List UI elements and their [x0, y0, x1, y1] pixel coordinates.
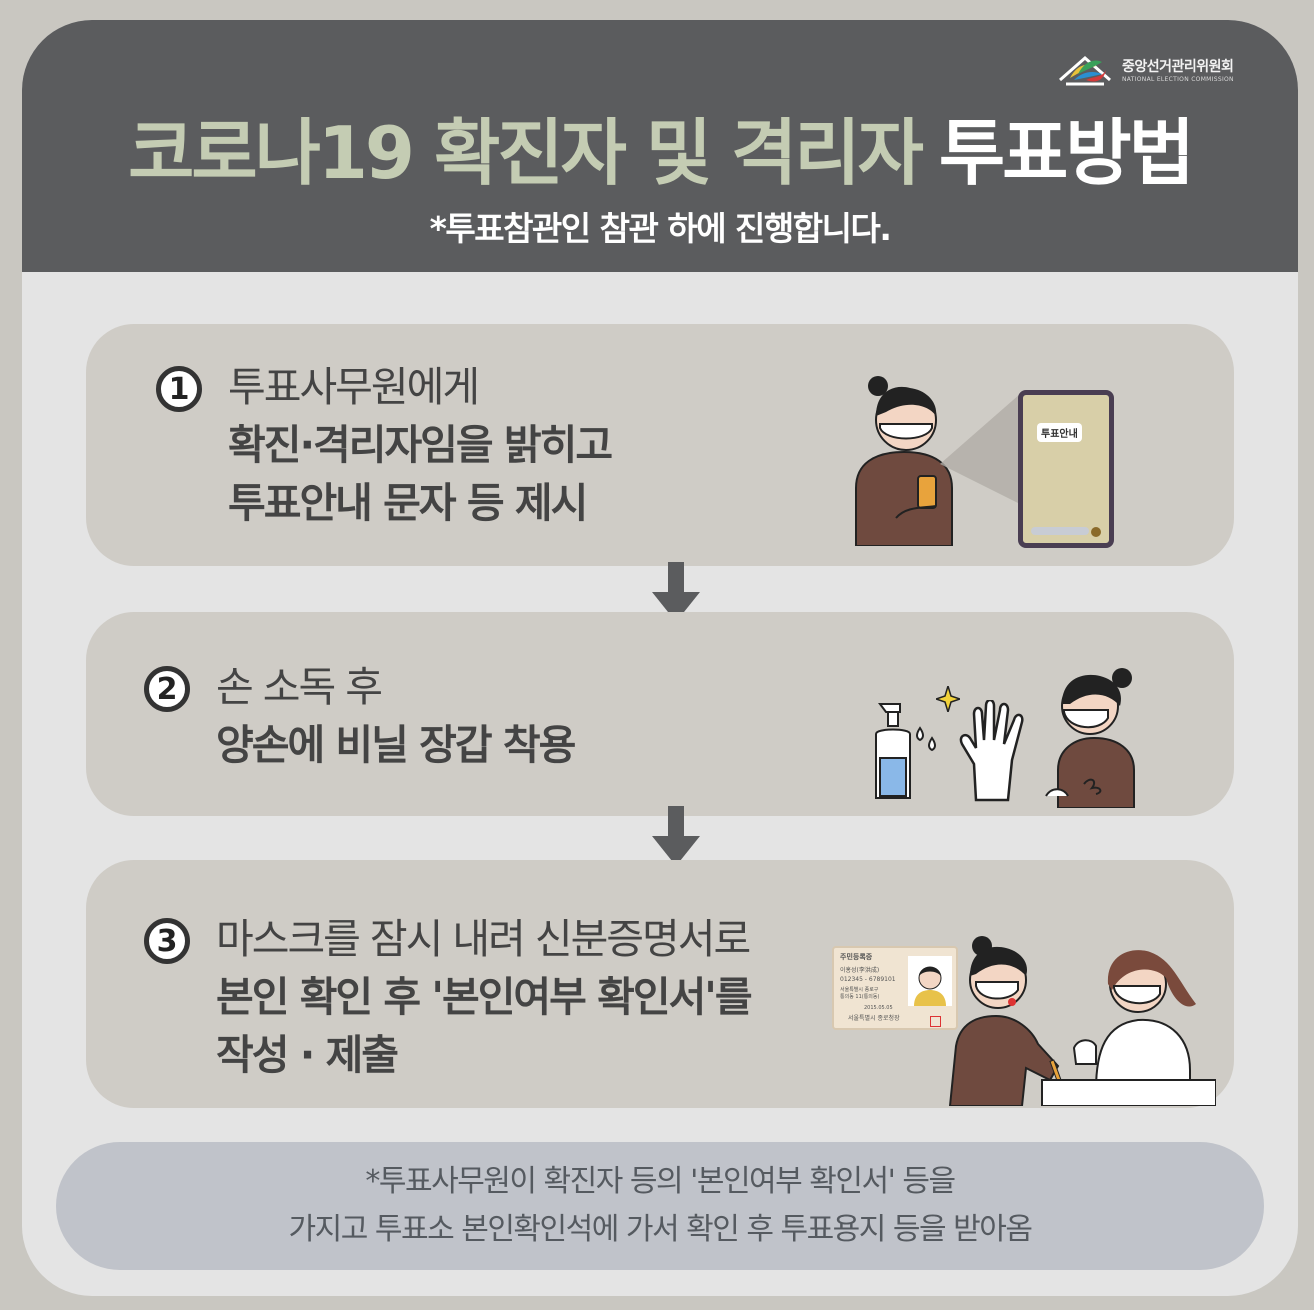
- phone-beam: [940, 394, 1020, 504]
- step-text: 마스크를 잠시 내려 신분증명서로 본인 확인 후 '본인여부 확인서'를 작성…: [216, 910, 753, 1084]
- two-people-writing-illustration: [948, 936, 1216, 1106]
- page-subtitle: *투표참관인 참관 하에 진행합니다.: [429, 209, 892, 248]
- footer-line: 가지고 투표소 본인확인석에 가서 확인 후 투표용지 등을 받아옴: [288, 1212, 1033, 1247]
- title-main: 투표방법: [938, 111, 1195, 195]
- step-line: 마스크를 잠시 내려 신분증명서로: [216, 915, 751, 963]
- step-number: 3: [144, 918, 190, 964]
- down-arrow-icon: [652, 806, 700, 866]
- down-arrow-icon: [652, 562, 700, 622]
- id-card-date: 2015.05.05: [864, 1005, 893, 1011]
- step-number: 1: [156, 366, 202, 412]
- step-line: 손 소독 후: [216, 663, 383, 711]
- person-holding-phone-illustration: [855, 376, 953, 546]
- step-text: 투표사무원에게 확진·격리자임을 밝히고 투표안내 문자 등 제시: [228, 358, 613, 532]
- phone-input-bar: [1031, 527, 1089, 535]
- step-text: 손 소독 후 양손에 비닐 장갑 착용: [216, 658, 576, 774]
- id-card-title: 주민등록증: [840, 953, 873, 961]
- footer-note: *투표사무원이 확진자 등의 '본인여부 확인서' 등을 가지고 투표소 본인확…: [56, 1142, 1264, 1270]
- sparkle-icon: [936, 686, 960, 712]
- step-line: 양손에 비닐 장갑 착용: [216, 721, 576, 769]
- infographic-card: 중앙선거관리위원회 NATIONAL ELECTION COMMISSION 코…: [22, 20, 1298, 1296]
- sanitizer-icon: [875, 703, 936, 799]
- step-3: 3 마스크를 잠시 내려 신분증명서로 본인 확인 후 '본인여부 확인서'를 …: [86, 860, 1234, 1108]
- title-accent: 코로나19 확진자 및 격리자: [128, 111, 924, 195]
- logo-icon: [1059, 56, 1111, 86]
- phone-icon: 투표안내: [1018, 390, 1114, 548]
- phone-send-dot: [1091, 527, 1101, 537]
- phone-message: 투표안내: [1037, 423, 1082, 442]
- logo-name-en: NATIONAL ELECTION COMMISSION: [1122, 76, 1234, 83]
- person-with-mask-illustration: [1045, 668, 1135, 808]
- step-number: 2: [144, 666, 190, 712]
- step-1: 1 투표사무원에게 확진·격리자임을 밝히고 투표안내 문자 등 제시 투표안내: [86, 324, 1234, 566]
- step-line: 작성 · 제출: [216, 1031, 399, 1079]
- step-line: 확진·격리자임을 밝히고: [228, 421, 613, 469]
- step-2: 2 손 소독 후 양손에 비닐 장갑 착용: [86, 612, 1234, 816]
- step-line: 투표안내 문자 등 제시: [228, 479, 588, 527]
- id-card-issuer: 서울특별시 종로청장: [848, 1015, 900, 1022]
- id-card-number: 012345 - 6789101: [840, 976, 896, 983]
- id-card-address: 서울특별시 종로구: [840, 987, 879, 993]
- id-card-address: 통의동 11(통의동): [840, 994, 880, 1000]
- id-card-name: 이홍성(李洪成): [840, 967, 880, 974]
- id-card-seal: [930, 1016, 941, 1027]
- id-card-photo: [908, 956, 952, 1006]
- logo-name-ko: 중앙선거관리위원회: [1122, 59, 1234, 75]
- footer-line: *투표사무원이 확진자 등의 '본인여부 확인서' 등을: [365, 1164, 956, 1199]
- logo: 중앙선거관리위원회 NATIONAL ELECTION COMMISSION: [1056, 50, 1256, 94]
- step-line: 투표사무원에게: [228, 363, 480, 411]
- id-card-icon: 주민등록증 이홍성(李洪成) 012345 - 6789101 서울특별시 종로…: [832, 946, 958, 1030]
- header: 중앙선거관리위원회 NATIONAL ELECTION COMMISSION 코…: [22, 20, 1298, 272]
- glove-icon: [959, 700, 1024, 802]
- step-line: 본인 확인 후 '본인여부 확인서'를: [216, 973, 753, 1021]
